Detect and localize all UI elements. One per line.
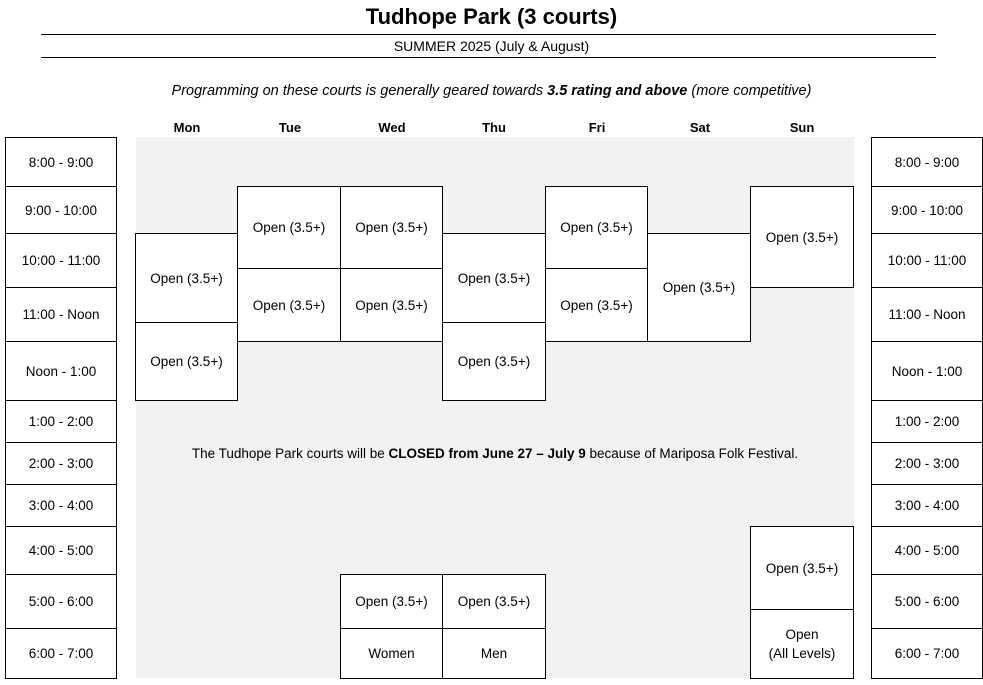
session-sun-afternoon: Open (3.5+)	[750, 526, 854, 610]
time-slot-right: 11:00 - Noon	[871, 287, 983, 342]
session-fri-late: Open (3.5+)	[545, 268, 648, 342]
day-header-tue: Tue	[278, 120, 302, 135]
session-mon-noon: Open (3.5+)	[135, 322, 238, 401]
day-header-wed: Wed	[378, 120, 406, 135]
closure-notice-text: The Tudhope Park courts will be	[191, 446, 389, 461]
time-slot-left: 8:00 - 9:00	[5, 137, 117, 187]
closure-notice-dates: CLOSED from June 27 – July 9	[388, 446, 586, 461]
rating-note: Programming on these courts is generally…	[0, 83, 983, 99]
time-slot-left: 4:00 - 5:00	[5, 526, 117, 575]
session-tue-late: Open (3.5+)	[237, 268, 341, 342]
time-slot-right: 2:00 - 3:00	[871, 442, 983, 485]
session-wed-late: Open (3.5+)	[340, 268, 443, 342]
rating-note-suffix: (more competitive)	[687, 83, 812, 99]
page-title: Tudhope Park (3 courts)	[365, 4, 618, 29]
title-rule-top	[41, 34, 936, 35]
time-slot-left: 2:00 - 3:00	[5, 442, 117, 485]
session-sun-morning: Open (3.5+)	[750, 186, 854, 288]
time-slot-right: 5:00 - 6:00	[871, 574, 983, 629]
session-thu-noon: Open (3.5+)	[442, 322, 546, 401]
session-tue-early: Open (3.5+)	[237, 186, 341, 269]
closure-notice-reason: because of Mariposa Folk Festival.	[585, 446, 799, 461]
time-slot-left: 6:00 - 7:00	[5, 628, 117, 679]
time-slot-right: 10:00 - 11:00	[871, 233, 983, 288]
time-slot-left: 5:00 - 6:00	[5, 574, 117, 629]
session-thu-evening: Open (3.5+)	[442, 574, 546, 629]
session-sun-all-levels: Open (All Levels)	[750, 609, 854, 679]
time-slot-left: 1:00 - 2:00	[5, 400, 117, 443]
rating-note-text: Programming on these courts is generally…	[171, 83, 548, 99]
closure-notice: The Tudhope Park courts will be CLOSED f…	[136, 446, 854, 461]
time-slot-left: 3:00 - 4:00	[5, 484, 117, 527]
session-wed-early: Open (3.5+)	[340, 186, 443, 269]
time-slot-right: 6:00 - 7:00	[871, 628, 983, 679]
title-rule-bottom	[41, 57, 936, 58]
time-slot-right: Noon - 1:00	[871, 341, 983, 401]
day-header-sun: Sun	[789, 120, 815, 135]
time-slot-right: 9:00 - 10:00	[871, 186, 983, 234]
time-slot-right: 3:00 - 4:00	[871, 484, 983, 527]
session-sun-all-levels-line1: Open	[785, 627, 819, 642]
time-slot-left: 10:00 - 11:00	[5, 233, 117, 288]
session-wed-women: Women	[340, 628, 443, 679]
session-sat-morning: Open (3.5+)	[647, 233, 751, 342]
session-thu-men: Men	[442, 628, 546, 679]
time-slot-right: 8:00 - 9:00	[871, 137, 983, 187]
time-slot-right: 4:00 - 5:00	[871, 526, 983, 575]
session-wed-evening: Open (3.5+)	[340, 574, 443, 629]
time-slot-left: 9:00 - 10:00	[5, 186, 117, 234]
session-sun-all-levels-line2: (All Levels)	[768, 646, 836, 661]
day-header-thu: Thu	[482, 120, 506, 135]
rating-note-emphasis: 3.5 rating and above	[547, 83, 688, 99]
day-header-fri: Fri	[588, 120, 606, 135]
day-header-mon: Mon	[173, 120, 201, 135]
time-slot-left: 11:00 - Noon	[5, 287, 117, 342]
session-thu-morning: Open (3.5+)	[442, 233, 546, 323]
session-mon-morning: Open (3.5+)	[135, 233, 238, 323]
season-subtitle: SUMMER 2025 (July & August)	[393, 38, 590, 54]
session-fri-early: Open (3.5+)	[545, 186, 648, 269]
day-header-sat: Sat	[689, 120, 711, 135]
time-slot-left: Noon - 1:00	[5, 341, 117, 401]
time-slot-right: 1:00 - 2:00	[871, 400, 983, 443]
